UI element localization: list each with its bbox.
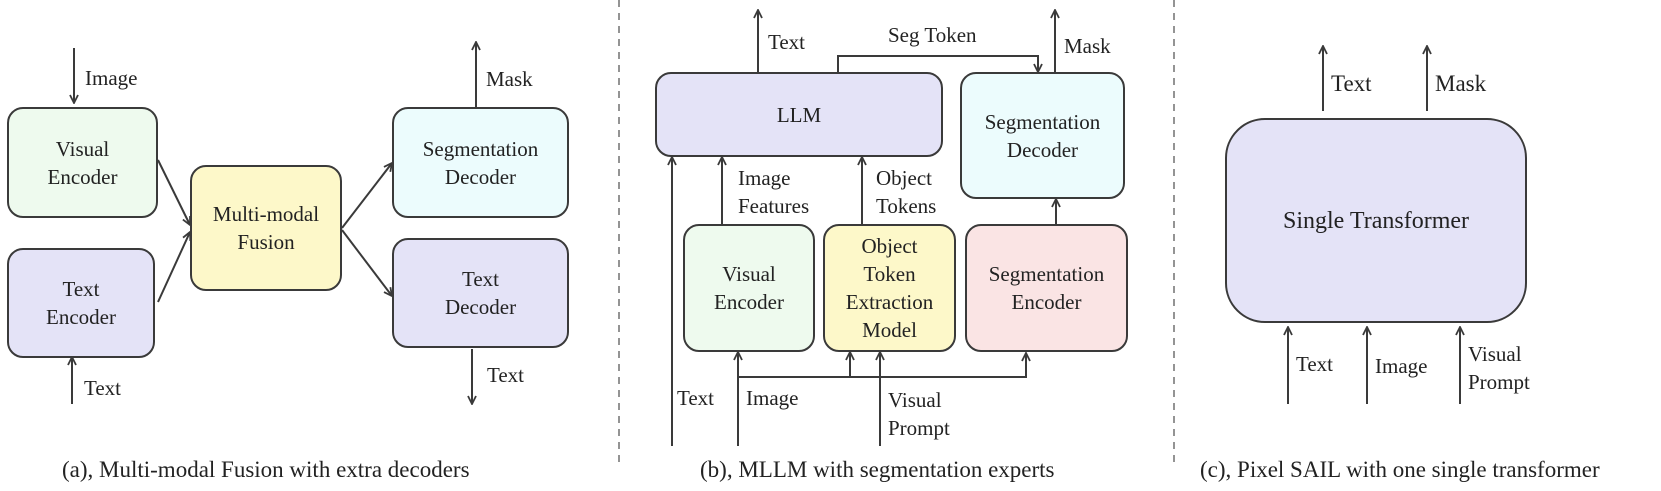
node-line: Text (461, 267, 500, 291)
node-line: Multi-modal (212, 202, 320, 226)
llm-node: LLM (655, 72, 943, 157)
node-line: Visual (55, 136, 110, 161)
image-in-label-c: Image (1375, 354, 1428, 378)
label-line: Tokens (876, 194, 937, 218)
text-in-label-c: Text (1296, 352, 1334, 376)
node-line: Extraction (845, 290, 934, 314)
node-line: Encoder (1011, 290, 1082, 314)
node-line: Text (62, 277, 100, 301)
node-line: Segmentation (984, 109, 1101, 134)
image-in-label-b: Image (746, 386, 799, 410)
node-line: Decoder (444, 295, 517, 319)
node-line: Encoder (714, 290, 784, 314)
text-in-label-a: Text (84, 376, 122, 400)
node-line: Visual (722, 262, 776, 286)
single-transformer-node: Single Transformer (1225, 118, 1527, 323)
label-line: Image (738, 166, 791, 190)
node-line: Encoder (47, 164, 118, 189)
caption-b: (b), MLLM with segmentation experts (700, 457, 1055, 482)
node-line: LLM (776, 102, 822, 127)
label-line: Object (876, 166, 932, 190)
node-line: Object (861, 234, 918, 258)
arrow-seg-token (837, 55, 1038, 72)
node-line: Model (862, 318, 917, 342)
label-line: Visual (1468, 342, 1522, 366)
arrow-visenc-fusion (157, 159, 190, 225)
image-bus (738, 353, 1026, 378)
node-line: Single Transformer (1283, 207, 1469, 234)
mask-label-b: Mask (1064, 34, 1111, 58)
arrow-txtenc-fusion (157, 232, 190, 303)
node-line: Decoder (444, 164, 517, 189)
caption-a: (a), Multi-modal Fusion with extra decod… (62, 457, 470, 482)
text-out-label-b: Text (768, 30, 806, 54)
mask-label-a: Mask (486, 67, 533, 91)
node-line: Fusion (237, 230, 295, 254)
label-line: Prompt (1468, 370, 1530, 394)
label-line: Prompt (888, 416, 950, 440)
label-line: Visual (888, 388, 942, 412)
image-label-a: Image (85, 66, 138, 90)
seg-token-label: Seg Token (888, 23, 977, 47)
mask-label-c: Mask (1435, 71, 1487, 96)
arrow-fusion-txtdec (341, 229, 392, 296)
node-line: Token (863, 262, 916, 286)
node-line: Segmentation (988, 262, 1105, 286)
text-in-label-b: Text (677, 386, 715, 410)
label-line: Features (738, 194, 810, 218)
text-out-label-c: Text (1331, 71, 1372, 96)
node-line: Encoder (46, 305, 116, 329)
text-out-label-a: Text (487, 363, 525, 387)
node-line: Decoder (1006, 137, 1079, 162)
node-line: Segmentation (422, 136, 539, 161)
arrow-fusion-segdec (341, 163, 392, 229)
caption-c: (c), Pixel SAIL with one single transfor… (1200, 457, 1600, 482)
